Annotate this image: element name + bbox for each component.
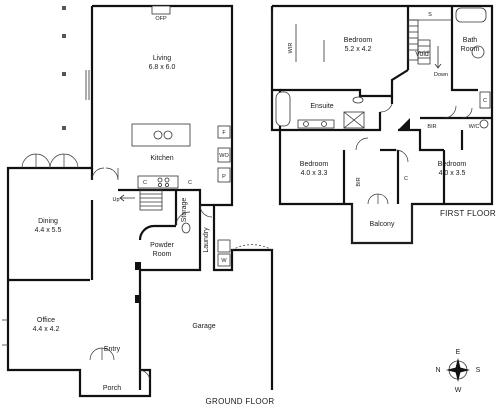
compass-w: W — [455, 387, 462, 394]
kitchen-c2-label: C — [188, 180, 192, 186]
compass-e: E — [456, 349, 461, 356]
ground-floor-plan: OFP F WO P C C — [2, 4, 275, 406]
porch-label: Porch — [103, 385, 121, 392]
bedroom-right-name: Bedroom — [438, 161, 467, 168]
compass-s: S — [476, 367, 481, 374]
bedroom-left-bir-label: BIR — [356, 177, 362, 186]
stairs-down-label: Down — [434, 72, 448, 78]
bathroom-line1: Bath — [463, 37, 478, 44]
bedroom-left-name: Bedroom — [300, 161, 329, 168]
wc-label: W/C — [469, 124, 480, 130]
kitchen-name: Kitchen — [150, 155, 173, 162]
office-size: 4.4 x 4.2 — [33, 326, 60, 333]
ofp-label: OFP — [155, 16, 167, 22]
first-floor-s-label: S — [428, 12, 432, 18]
bedroom-left-size: 4.0 x 3.3 — [301, 170, 328, 177]
compass-rose: E W N S — [435, 349, 480, 394]
entry-label: Entry — [104, 346, 121, 353]
wir-label: WIR — [288, 43, 294, 54]
living-size: 6.8 x 6.0 — [149, 64, 176, 71]
first-floor-plan: Bedroom 5.2 x 4.2 WIR S Void Bath Room D… — [270, 4, 496, 245]
living-name: Living — [153, 55, 171, 62]
main-bedroom-name: Bedroom — [344, 37, 373, 44]
compass-n: N — [435, 367, 440, 374]
dining-size: 4.4 x 5.5 — [35, 227, 62, 234]
first-floor-title: FIRST FLOOR — [440, 209, 496, 218]
laundry-w-label: W — [221, 258, 227, 264]
kitchen-p-label: P — [222, 174, 226, 180]
bedroom-right-size: 4.0 x 3.5 — [439, 170, 466, 177]
powder-room-line1: Powder — [150, 242, 174, 249]
garage-label: Garage — [192, 323, 215, 330]
bir-top-label: BIR — [427, 124, 436, 130]
ground-floor-title: GROUND FLOOR — [206, 397, 275, 406]
office-name: Office — [37, 317, 55, 324]
storage-label: Storage — [181, 198, 188, 223]
stairs-up-label: Up — [112, 197, 119, 203]
kitchen-wo-label: WO — [219, 153, 229, 159]
laundry-label: Laundry — [203, 227, 210, 253]
void-label: Void — [415, 51, 429, 58]
main-bedroom-size: 5.2 x 4.2 — [345, 46, 372, 53]
bathroom-c-label: C — [483, 98, 487, 104]
dining-name: Dining — [38, 218, 58, 225]
balcony-label: Balcony — [370, 221, 395, 228]
bedroom-right-c-label: C — [404, 176, 408, 182]
kitchen-c1-label: C — [143, 180, 147, 186]
bathroom-line2: Room — [461, 46, 480, 53]
ensuite-label: Ensuite — [310, 103, 333, 110]
powder-room-line2: Room — [153, 251, 172, 258]
kitchen-f-label: F — [222, 130, 226, 136]
